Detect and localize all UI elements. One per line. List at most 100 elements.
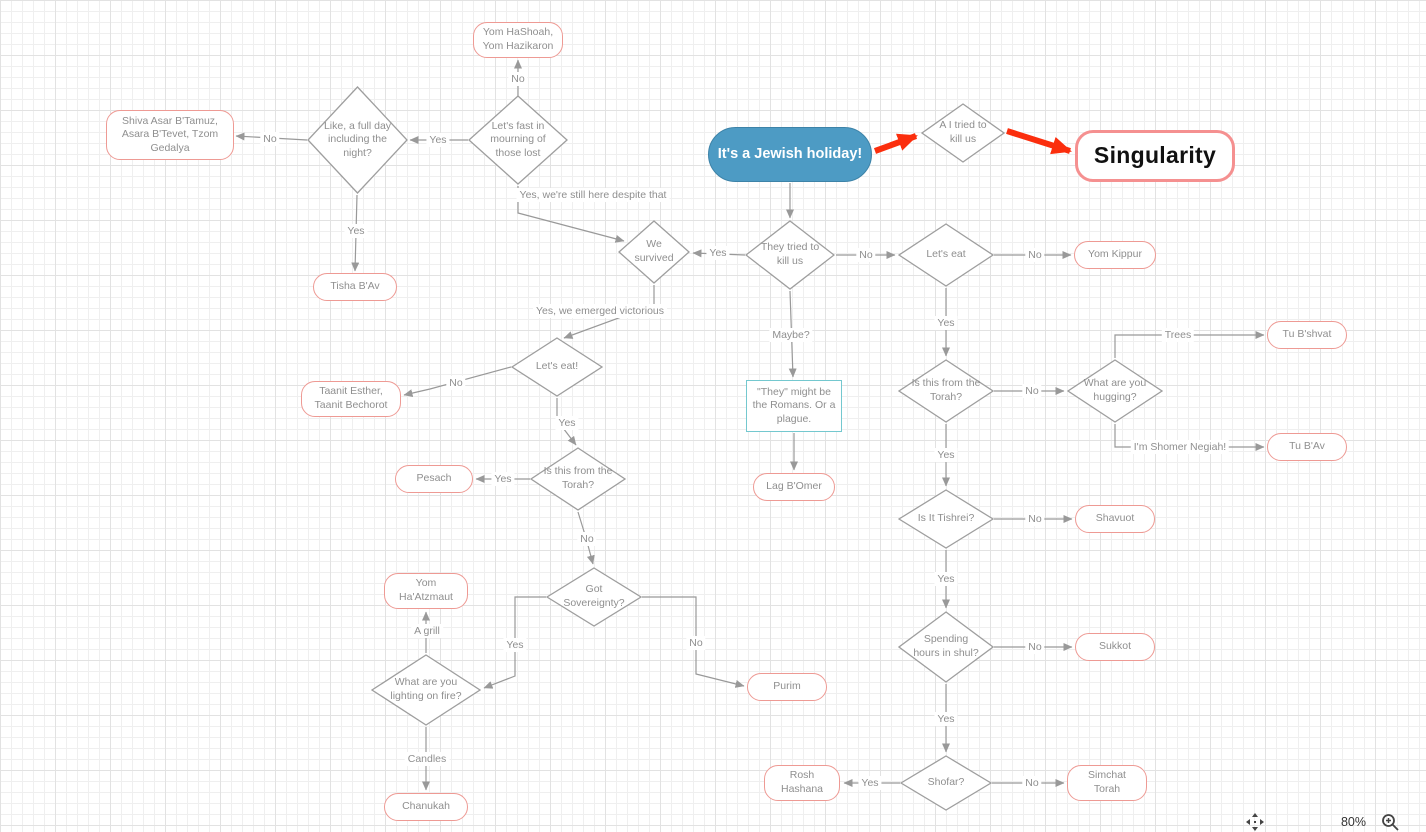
edge-label[interactable]: Yes <box>344 224 368 238</box>
edge-label[interactable]: Yes <box>706 246 730 260</box>
edge-label[interactable]: No <box>577 532 597 546</box>
diamond-shape <box>371 654 481 726</box>
decision-we-survived[interactable]: We survived <box>618 220 690 284</box>
node-label: "They" might be the Romans. Or a plague. <box>752 385 836 425</box>
node-label: Shavuot <box>1095 512 1135 525</box>
note-romans-or-plague[interactable]: "They" might be the Romans. Or a plague. <box>746 380 842 432</box>
edge-label[interactable]: No <box>856 248 876 262</box>
edge-label[interactable]: Yes <box>503 638 527 652</box>
decision-lets-fast-in-mourning[interactable]: Let's fast in mourning of those lost <box>468 95 568 185</box>
terminal-lag-bomer[interactable]: Lag B'Omer <box>753 473 835 501</box>
decision-shofar[interactable]: Shofar? <box>900 755 992 811</box>
terminal-sukkot[interactable]: Sukkot <box>1075 633 1155 661</box>
start-its-a-jewish-holiday[interactable]: It's a Jewish holiday! <box>708 127 872 182</box>
edge-label[interactable]: Yes <box>555 416 579 430</box>
terminal-yom-haatzmaut[interactable]: Yom Ha'Atzmaut <box>384 573 468 609</box>
node-label: A I tried to kill us <box>939 119 987 145</box>
node-label: Chanukah <box>402 800 450 813</box>
edge-label[interactable]: Yes <box>934 316 958 330</box>
node-label: They tried to kill us <box>760 241 820 267</box>
decision-hours-in-shul[interactable]: Spending hours in shul? <box>898 611 994 683</box>
edge-label[interactable]: No <box>446 376 466 390</box>
edge-label[interactable]: Yes <box>426 133 450 147</box>
terminal-simchat-torah[interactable]: Simchat Torah <box>1067 765 1147 801</box>
decision-lets-eat-right[interactable]: Let's eat <box>898 223 994 287</box>
node-label: Let's fast in mourning of those lost <box>490 119 546 159</box>
decision-is-it-tishrei[interactable]: Is It Tishrei? <box>898 489 994 549</box>
edge-label[interactable]: No <box>1022 384 1042 398</box>
edge-connector[interactable] <box>403 366 512 397</box>
terminal-taanit[interactable]: Taanit Esther, Taanit Bechorot <box>301 381 401 417</box>
edge-label[interactable]: No <box>1025 640 1045 654</box>
node-label: Shiva Asar B'Tamuz, Asara B'Tevet, Tzom … <box>121 114 219 154</box>
edge-label[interactable]: Yes <box>934 712 958 726</box>
edge-label[interactable]: No <box>508 72 528 86</box>
terminal-shiva-asar[interactable]: Shiva Asar B'Tamuz, Asara B'Tevet, Tzom … <box>106 110 234 160</box>
edge-label[interactable]: No <box>686 636 706 650</box>
decision-they-tried-to-kill-us[interactable]: They tried to kill us <box>745 220 835 290</box>
edge-label[interactable]: Yes <box>858 776 882 790</box>
edge-label[interactable]: Candles <box>404 752 450 766</box>
zoom-in-icon[interactable] <box>1380 812 1400 832</box>
edge-label[interactable]: No <box>1022 776 1042 790</box>
diamond-shape <box>618 220 690 284</box>
edge-label[interactable]: A grill <box>411 624 443 638</box>
diamond-shape <box>307 86 408 194</box>
pan-tool-icon[interactable] <box>1245 812 1265 832</box>
edge-label[interactable]: Yes, we emerged victorious <box>532 304 668 318</box>
decision-ai-tried-to-kill-us[interactable]: A I tried to kill us <box>921 103 1005 163</box>
diamond-shape <box>745 220 835 290</box>
terminal-tu-bav[interactable]: Tu B'Av <box>1267 433 1347 461</box>
terminal-yom-kippur[interactable]: Yom Kippur <box>1074 241 1156 269</box>
decision-lighting-on-fire[interactable]: What are you lighting on fire? <box>371 654 481 726</box>
node-label: Is this from the Torah? <box>543 465 613 491</box>
node-label: Tu B'Av <box>1289 440 1325 453</box>
edge-label[interactable]: I'm Shomer Negiah! <box>1130 440 1230 454</box>
edge-connector[interactable] <box>483 596 546 689</box>
red-arrow-ai-to-singularity[interactable] <box>1006 128 1072 155</box>
edge-label[interactable]: No <box>1025 512 1045 526</box>
node-label: It's a Jewish holiday! <box>717 146 863 163</box>
terminal-pesach[interactable]: Pesach <box>395 465 473 493</box>
terminal-tu-bshvat[interactable]: Tu B'shvat <box>1267 321 1347 349</box>
diamond-shape <box>898 611 994 683</box>
edge-connector[interactable] <box>642 596 745 688</box>
decision-lets-eat-left[interactable]: Let's eat! <box>511 337 603 397</box>
edge-label[interactable]: Yes, we're still here despite that <box>516 188 670 202</box>
node-label: Is It Tishrei? <box>917 512 975 525</box>
node-label: We survived <box>634 238 674 264</box>
terminal-tisha-bav[interactable]: Tisha B'Av <box>313 273 397 301</box>
edge-label[interactable]: Maybe? <box>769 328 813 342</box>
node-label: What are you hugging? <box>1083 377 1147 403</box>
decision-what-hugging[interactable]: What are you hugging? <box>1067 359 1163 423</box>
edge-label[interactable]: No <box>1025 248 1045 262</box>
terminal-rosh-hashana[interactable]: Rosh Hashana <box>764 765 840 801</box>
node-label: Taanit Esther, Taanit Bechorot <box>314 385 388 411</box>
terminal-chanukah[interactable]: Chanukah <box>384 793 468 821</box>
edge-label[interactable]: Trees <box>1161 328 1195 342</box>
terminal-shavuot[interactable]: Shavuot <box>1075 505 1155 533</box>
zoom-level[interactable]: 80% <box>1340 815 1366 829</box>
red-arrow-holiday-to-ai[interactable] <box>873 133 918 154</box>
node-label: Tisha B'Av <box>330 280 380 293</box>
node-label: Lag B'Omer <box>766 480 822 493</box>
node-label: Spending hours in shul? <box>913 633 979 659</box>
terminal-yom-hashoah-hazikaron[interactable]: Yom HaShoah, Yom Hazikaron <box>473 22 563 58</box>
node-label: Shofar? <box>927 776 965 789</box>
edge-label[interactable]: Yes <box>934 572 958 586</box>
title-singularity[interactable]: Singularity <box>1075 130 1235 182</box>
decision-torah-right[interactable]: Is this from the Torah? <box>898 359 994 423</box>
terminal-purim[interactable]: Purim <box>747 673 827 701</box>
canvas-statusbar: 80% <box>1245 812 1400 832</box>
edge-label[interactable]: Yes <box>491 472 515 486</box>
edge-label[interactable]: No <box>260 132 280 146</box>
edge-connector[interactable] <box>1114 331 1265 358</box>
decision-full-day-including-night[interactable]: Like, a full day including the night? <box>307 86 408 194</box>
edge-label[interactable]: Yes <box>934 448 958 462</box>
diamond-shape <box>1067 359 1163 423</box>
node-label: Yom Ha'Atzmaut <box>399 577 453 603</box>
node-label: Yom HaShoah, Yom Hazikaron <box>482 26 554 52</box>
decision-got-sovereignty[interactable]: Got Sovereignty? <box>546 567 642 627</box>
decision-torah-left[interactable]: Is this from the Torah? <box>530 447 626 511</box>
